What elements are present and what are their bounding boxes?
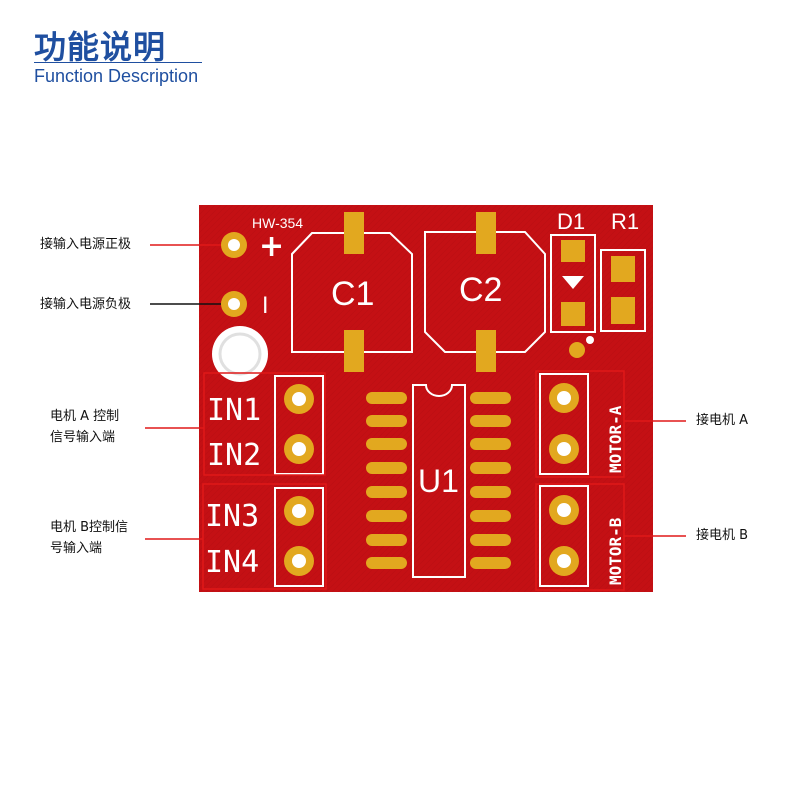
u1-pad <box>366 510 407 522</box>
d1-polarity-icon <box>562 276 584 289</box>
c1-silkscreen-outline <box>291 232 413 353</box>
r1-outline <box>600 249 646 332</box>
motor-b-output-annotation: 接电机 B <box>696 528 749 543</box>
u1-pad <box>366 486 407 498</box>
motor-a-hole-2 <box>557 442 571 456</box>
in34-callout-box <box>202 483 327 590</box>
motor-b-control-annotation-line2: 号输入端 <box>50 541 103 556</box>
r1-pad-bottom <box>611 297 635 324</box>
in12-callout-box <box>203 372 326 476</box>
motor-a-callout-box <box>535 370 625 478</box>
in2-hole <box>292 442 306 456</box>
u1-pad <box>470 510 511 522</box>
r1-pad-top <box>611 256 635 282</box>
in4-label: IN4 <box>205 545 259 580</box>
u1-pad <box>470 392 511 404</box>
motor-b-silkscreen-box <box>539 485 589 587</box>
u1-pad <box>470 557 511 569</box>
small-via <box>586 336 594 344</box>
pin1-dot <box>569 342 585 358</box>
motor-a-control-annotation-line1: 电机 A 控制 <box>50 409 120 424</box>
motor-b-hole-2 <box>557 554 571 568</box>
r1-label: R1 <box>611 209 639 234</box>
power-positive-hole <box>228 239 240 251</box>
motor-a-silkscreen-box <box>539 373 589 475</box>
power-positive-annotation: 接输入电源正极 <box>40 237 132 252</box>
in2-label: IN2 <box>207 438 261 473</box>
u1-pad <box>366 392 407 404</box>
u1-pad <box>470 486 511 498</box>
d1-label: D1 <box>557 209 585 234</box>
board-model-label: HW-354 <box>252 215 303 231</box>
motor-b-control-annotation-line1: 电机 B控制信 <box>50 520 129 535</box>
c1-pad-top <box>344 212 364 254</box>
u1-left-pads <box>366 392 407 569</box>
power-negative-symbol: I <box>262 294 269 319</box>
title-divider <box>34 62 202 63</box>
in1-hole <box>292 392 306 406</box>
c2-pad-top <box>476 212 496 254</box>
in34-silkscreen-box <box>274 487 324 587</box>
u1-pad <box>366 557 407 569</box>
power-negative-annotation: 接输入电源负极 <box>40 297 132 312</box>
c1-label: C1 <box>331 275 374 313</box>
u1-pad <box>366 462 407 474</box>
u1-right-pads <box>470 392 511 569</box>
u1-silkscreen-outline <box>412 384 466 578</box>
motor-a-output-annotation: 接电机 A <box>696 413 749 428</box>
u1-pad <box>470 438 511 450</box>
c1-pad-bottom <box>344 330 364 372</box>
u1-label: U1 <box>418 463 459 499</box>
in4-hole <box>292 554 306 568</box>
u1-pad <box>470 415 511 427</box>
power-positive-symbol: + <box>259 229 284 264</box>
page-title: 功能说明 <box>34 28 167 66</box>
motor-b-callout-box <box>535 483 625 591</box>
motor-a-hole-1 <box>557 391 571 405</box>
u1-pad <box>366 438 407 450</box>
in3-hole <box>292 504 306 518</box>
motor-b-label: MOTOR-B <box>606 517 625 585</box>
in12-silkscreen-box <box>274 375 324 475</box>
in1-label: IN1 <box>207 393 261 428</box>
c2-pad-bottom <box>476 330 496 372</box>
c2-label: C2 <box>459 271 502 309</box>
u1-pad <box>366 534 407 546</box>
motor-b-hole-1 <box>557 503 571 517</box>
d1-pad-top <box>561 240 585 262</box>
d1-outline <box>550 234 596 333</box>
u1-pad <box>470 534 511 546</box>
d1-pad-bottom <box>561 302 585 326</box>
power-negative-hole <box>228 298 240 310</box>
mounting-hole-inner <box>218 332 262 376</box>
u1-pad <box>470 462 511 474</box>
u1-pad <box>366 415 407 427</box>
c2-silkscreen-outline <box>424 231 546 353</box>
page-subtitle: Function Description <box>34 66 199 86</box>
motor-a-label: MOTOR-A <box>606 405 625 473</box>
motor-a-control-annotation-line2: 信号输入端 <box>50 430 116 445</box>
in3-label: IN3 <box>205 499 259 534</box>
